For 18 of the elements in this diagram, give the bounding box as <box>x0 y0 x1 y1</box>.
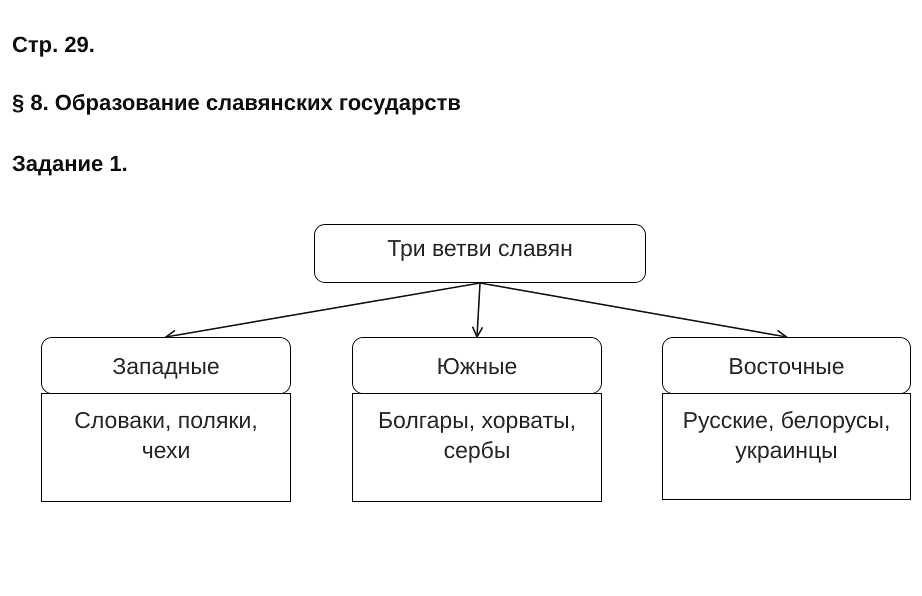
node-text: Словаки, поляки, чехи <box>73 406 259 465</box>
node-text: Русские, белорусы, украинцы <box>682 406 892 465</box>
node-text: Западные <box>112 352 220 380</box>
section-heading: § 8. Образование славянских государств <box>12 90 461 116</box>
page-number: Стр. 29. <box>12 32 95 58</box>
branch-box <box>662 337 911 394</box>
peoples-box <box>41 393 291 502</box>
node-text: Восточные <box>728 352 845 380</box>
node-text: Три ветви славян <box>387 234 573 263</box>
branch-box <box>352 337 602 394</box>
arrow <box>472 282 484 338</box>
node-text: Южные <box>436 352 518 380</box>
peoples-box <box>662 393 911 500</box>
peoples-box <box>352 393 602 502</box>
node-text: Болгары, хорваты, сербы <box>376 406 578 465</box>
branch-box <box>41 337 291 394</box>
title-box <box>314 224 646 283</box>
task-heading: Задание 1. <box>12 151 128 178</box>
